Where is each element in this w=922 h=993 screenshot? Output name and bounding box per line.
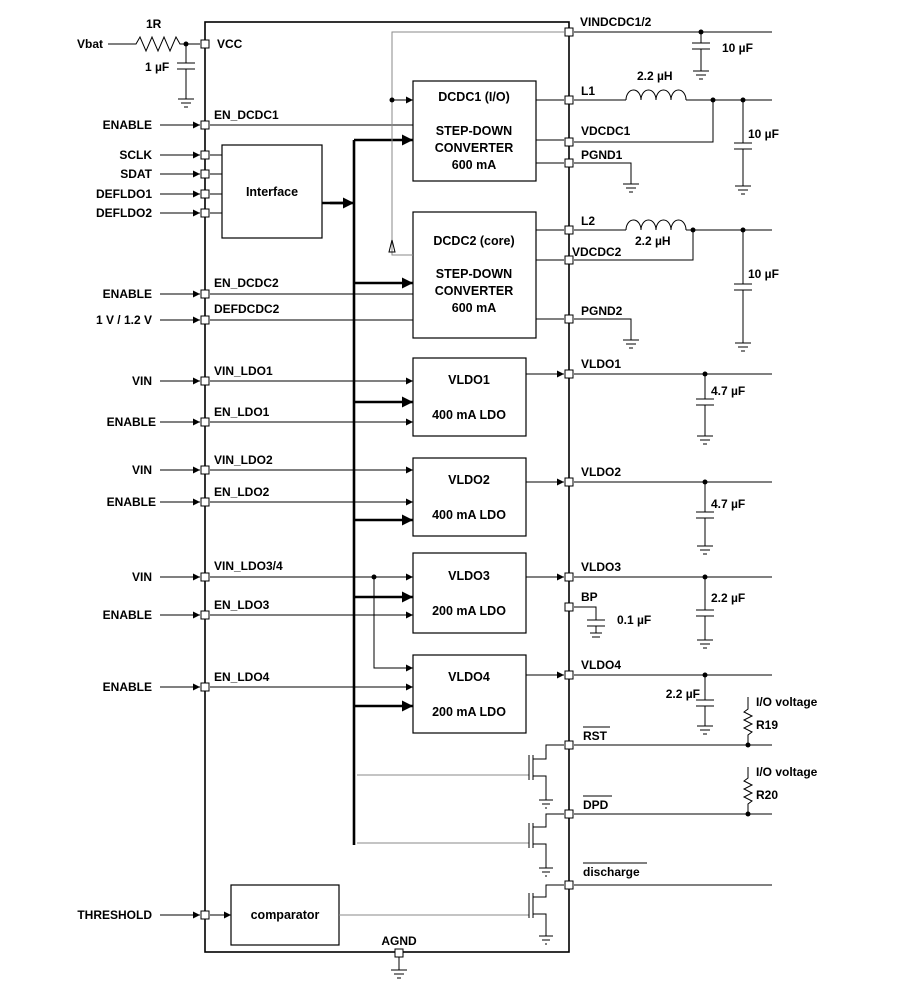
pin-rst: RST <box>583 729 608 743</box>
pin-pgnd2: PGND2 <box>581 304 623 318</box>
pin-vdcdc2: VDCDC2 <box>572 245 622 259</box>
comparator-label: comparator <box>251 908 320 922</box>
chip-outline <box>204 21 570 953</box>
pin-defdcdc2: DEFDCDC2 <box>214 302 280 316</box>
pin-en-ldo1: EN_LDO1 <box>214 405 270 419</box>
enable-ldo2-label: ENABLE <box>107 495 156 509</box>
vldo4-block <box>412 654 527 734</box>
c-bp-value: 0.1 µF <box>617 613 651 627</box>
pin-en-ldo3: EN_LDO3 <box>214 598 270 612</box>
pin-vin-ldo34: VIN_LDO3/4 <box>214 559 283 573</box>
vldo3-title: VLDO3 <box>448 569 490 583</box>
pin-en-ldo4: EN_LDO4 <box>214 670 270 684</box>
vldo4-rating: 200 mA LDO <box>432 705 506 719</box>
io-voltage-rst-label: I/O voltage <box>756 695 818 709</box>
pin-l1: L1 <box>581 84 595 98</box>
defldo1-label: DEFLDO1 <box>96 187 152 201</box>
pin-vldo2: VLDO2 <box>581 465 621 479</box>
defldo2-label: DEFLDO2 <box>96 206 152 220</box>
pin-vldo1: VLDO1 <box>581 357 621 371</box>
c-vcc-value: 1 µF <box>145 60 169 74</box>
pin-agnd: AGND <box>381 934 417 948</box>
r20-label: R20 <box>756 788 778 802</box>
dcdc2-line2: CONVERTER <box>435 284 513 298</box>
enable-ldo3-label: ENABLE <box>103 608 152 622</box>
enable-dcdc2-label: ENABLE <box>103 287 152 301</box>
vin-ldo1-label: VIN <box>132 374 152 388</box>
vldo1-title: VLDO1 <box>448 373 490 387</box>
pin-vin-ldo2: VIN_LDO2 <box>214 453 273 467</box>
pin-dpd: DPD <box>583 798 609 812</box>
vin-ldo34-label: VIN <box>132 570 152 584</box>
vldo3-rating: 200 mA LDO <box>432 604 506 618</box>
enable-dcdc1-label: ENABLE <box>103 118 152 132</box>
dcdc1-current: 600 mA <box>452 158 496 172</box>
vldo3-block <box>412 552 527 634</box>
enable-ldo4-label: ENABLE <box>103 680 152 694</box>
dcdc2-voltage-label: 1 V / 1.2 V <box>96 313 152 327</box>
r-vbat-value: 1R <box>146 17 162 31</box>
c-vindcdc-value: 10 µF <box>722 41 753 55</box>
output-transistors <box>339 744 564 945</box>
vldo1-block <box>412 357 527 437</box>
pin-pgnd1: PGND1 <box>581 148 623 162</box>
threshold-label: THRESHOLD <box>77 908 152 922</box>
pin-vdcdc1: VDCDC1 <box>581 124 631 138</box>
dcdc1-block <box>412 80 537 182</box>
pin-vindcdc12: VINDCDC1/2 <box>580 15 652 29</box>
c-ldo3-value: 2.2 µF <box>711 591 745 605</box>
vldo1-rating: 400 mA LDO <box>432 408 506 422</box>
vbat-label: Vbat <box>77 37 103 51</box>
control-bus <box>322 134 413 845</box>
dcdc2-title: DCDC2 (core) <box>433 234 514 248</box>
vldo2-title: VLDO2 <box>448 473 490 487</box>
pin-squares <box>200 27 574 958</box>
vldo2-block <box>412 457 527 537</box>
interface-block <box>221 144 323 239</box>
pin-en-dcdc2: EN_DCDC2 <box>214 276 279 290</box>
dcdc1-line2: CONVERTER <box>435 141 513 155</box>
right-output-wires <box>391 29 772 979</box>
pin-vldo4: VLDO4 <box>581 658 621 672</box>
dcdc1-title: DCDC1 (I/O) <box>438 90 510 104</box>
dcdc2-line1: STEP-DOWN <box>436 267 512 281</box>
dcdc2-block <box>412 211 537 339</box>
l2-value: 2.2 µH <box>635 234 671 248</box>
dcdc2-current: 600 mA <box>452 301 496 315</box>
sdat-label: SDAT <box>120 167 152 181</box>
enable-ldo1-label: ENABLE <box>107 415 156 429</box>
sclk-label: SCLK <box>119 148 152 162</box>
c-ldo2-value: 4.7 µF <box>711 497 745 511</box>
pin-discharge: discharge <box>583 865 640 879</box>
pin-bp: BP <box>581 590 598 604</box>
dcdc1-line1: STEP-DOWN <box>436 124 512 138</box>
pin-vcc: VCC <box>217 37 243 51</box>
interface-block-label: Interface <box>246 185 298 199</box>
c-ldo4-value: 2.2 µF <box>666 687 700 701</box>
pin-en-ldo2: EN_LDO2 <box>214 485 270 499</box>
pin-l2: L2 <box>581 214 595 228</box>
left-input-wires <box>108 35 413 919</box>
c-dcdc1-value: 10 µF <box>748 127 779 141</box>
pin-vin-ldo1: VIN_LDO1 <box>214 364 273 378</box>
c-dcdc2-value: 10 µF <box>748 267 779 281</box>
pin-vldo3: VLDO3 <box>581 560 621 574</box>
vldo2-rating: 400 mA LDO <box>432 508 506 522</box>
io-voltage-dpd-label: I/O voltage <box>756 765 818 779</box>
vindcdc-distribution <box>391 31 564 256</box>
r19-label: R19 <box>756 718 778 732</box>
vin-ldo2-label: VIN <box>132 463 152 477</box>
vldo4-title: VLDO4 <box>448 670 490 684</box>
l1-value: 2.2 µH <box>637 69 673 83</box>
pin-en-dcdc1: EN_DCDC1 <box>214 108 279 122</box>
c-ldo1-value: 4.7 µF <box>711 384 745 398</box>
